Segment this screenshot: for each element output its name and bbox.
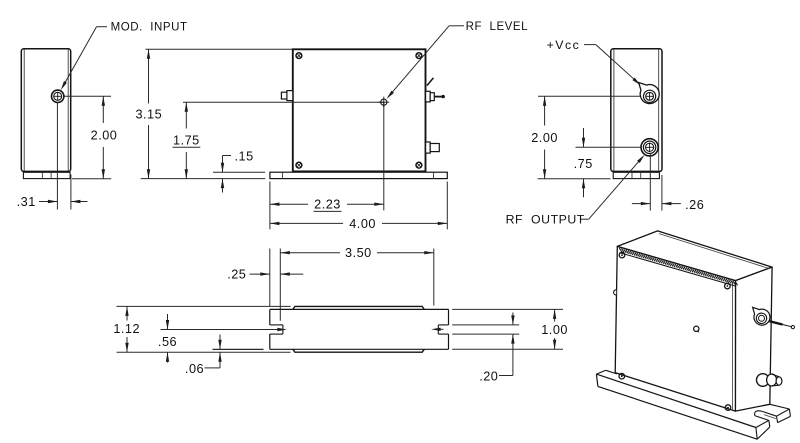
svg-text:1.00: 1.00 bbox=[541, 323, 568, 337]
svg-text:2.00: 2.00 bbox=[91, 128, 118, 142]
svg-text:RF OUTPUT: RF OUTPUT bbox=[506, 213, 585, 227]
svg-text:.15: .15 bbox=[235, 150, 254, 164]
svg-text:3.50: 3.50 bbox=[345, 246, 372, 260]
svg-text:MOD. INPUT: MOD. INPUT bbox=[111, 22, 188, 34]
svg-text:.06: .06 bbox=[185, 362, 204, 376]
svg-text:.56: .56 bbox=[158, 335, 177, 349]
svg-text:RF LEVEL: RF LEVEL bbox=[466, 21, 529, 33]
svg-text:.20: .20 bbox=[479, 370, 498, 384]
svg-text:+Vcc: +Vcc bbox=[547, 38, 581, 52]
svg-text:2.00: 2.00 bbox=[531, 131, 558, 145]
svg-text:3.15: 3.15 bbox=[135, 107, 162, 121]
svg-text:.31: .31 bbox=[17, 195, 36, 209]
svg-text:1.12: 1.12 bbox=[113, 322, 140, 336]
svg-text:.75: .75 bbox=[574, 157, 593, 171]
svg-text:.25: .25 bbox=[227, 268, 246, 282]
svg-text:2.23: 2.23 bbox=[314, 198, 341, 212]
svg-text:.26: .26 bbox=[685, 198, 704, 212]
svg-text:1.75: 1.75 bbox=[173, 134, 200, 148]
svg-text:4.00: 4.00 bbox=[349, 217, 376, 231]
